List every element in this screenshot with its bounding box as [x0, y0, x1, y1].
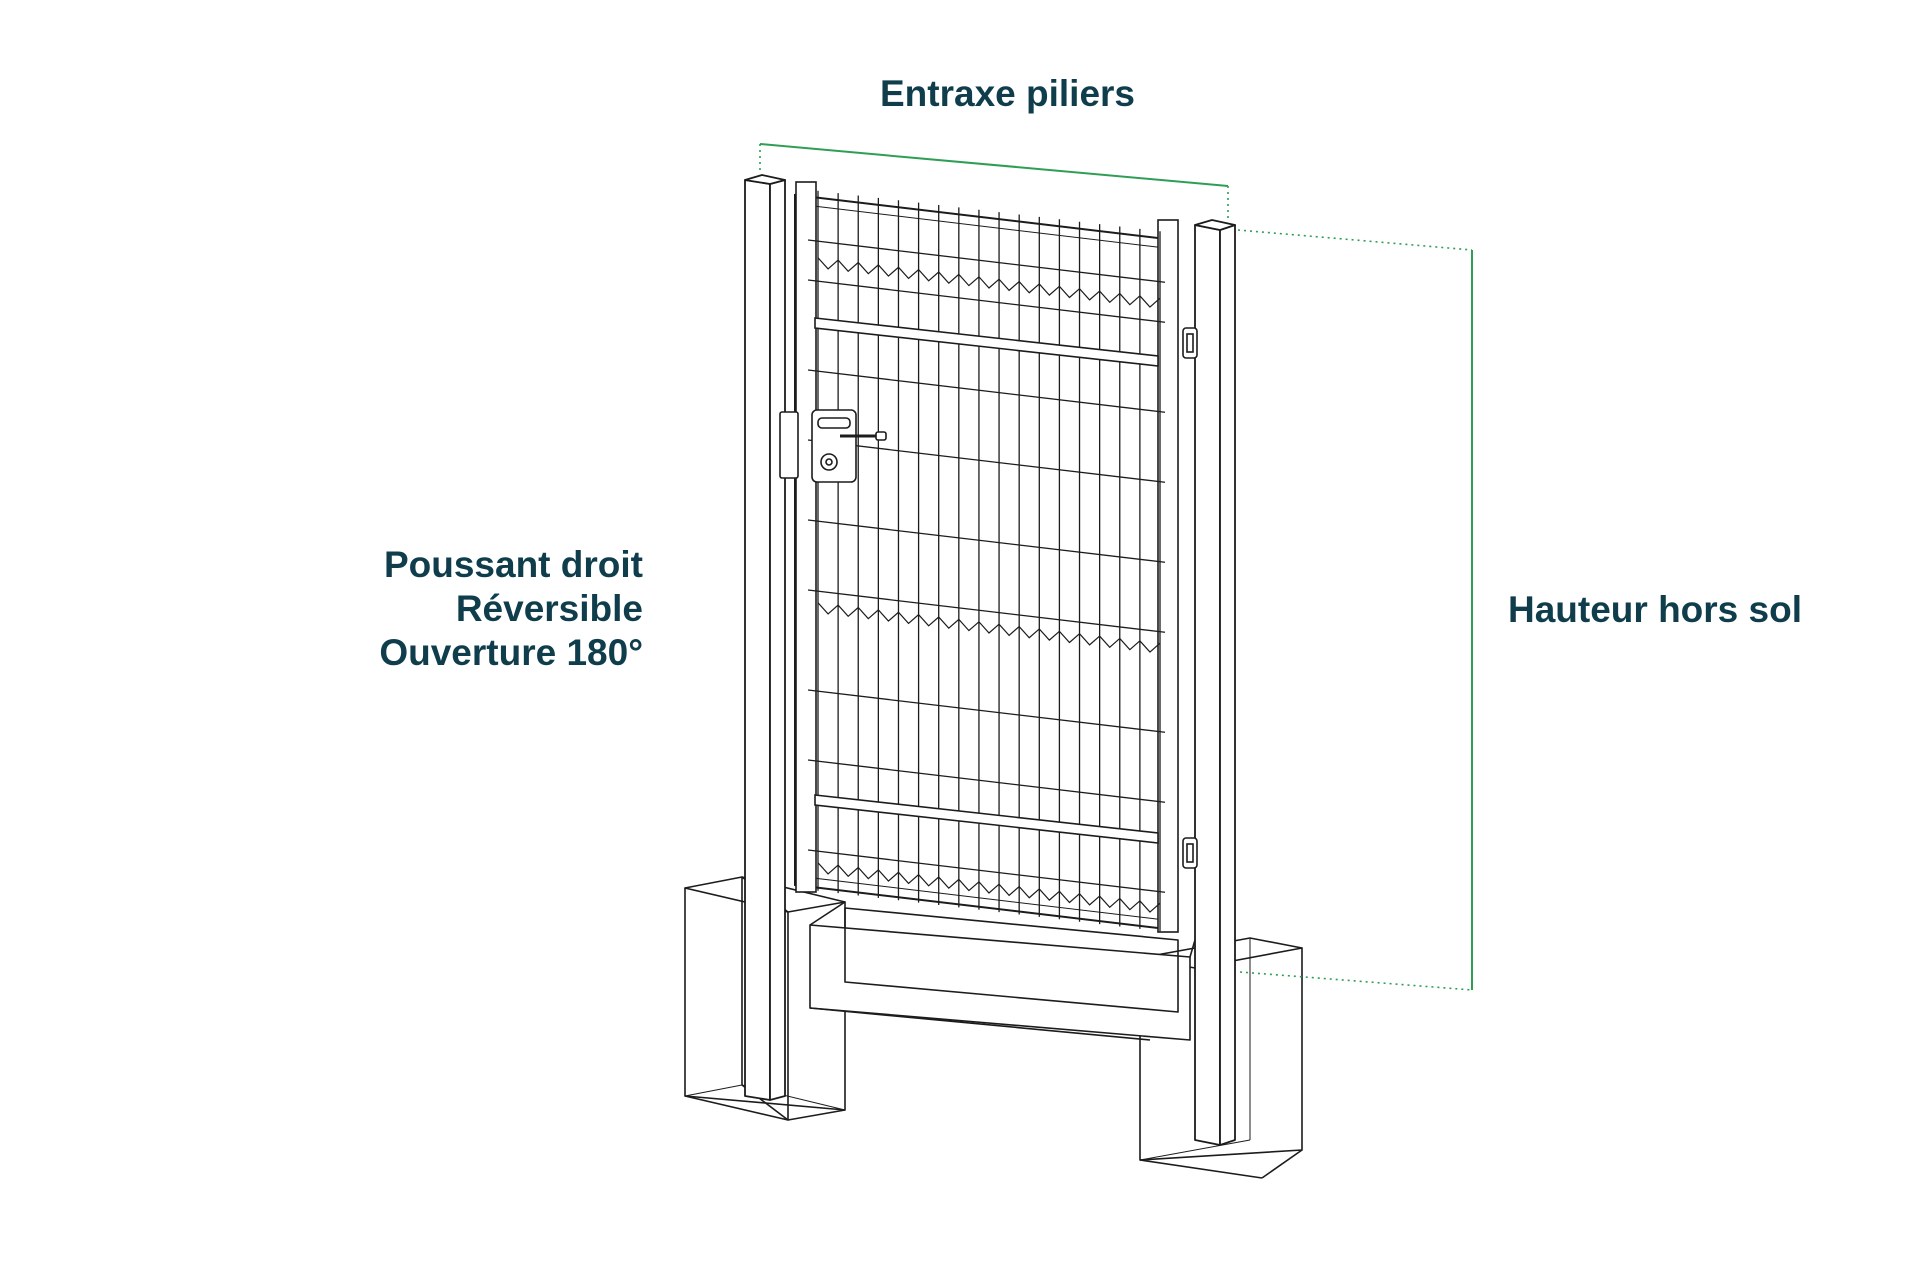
horizontal-wire [807, 519, 1166, 563]
lock-latch [779, 409, 887, 483]
horizontal-wire [807, 279, 1166, 323]
dimension-hauteur [1237, 229, 1473, 991]
gate-panel [794, 181, 1179, 933]
horizontal-wire [807, 759, 1166, 803]
horizontal-wire [807, 239, 1166, 283]
right-post [1194, 219, 1236, 1146]
dimension-entraxe [759, 143, 1229, 218]
entraxe-label: Entraxe piliers [880, 73, 1136, 114]
option-opening: Ouverture 180° [379, 632, 643, 673]
left-post [744, 174, 786, 1101]
horizontal-wire [807, 849, 1166, 893]
horizontal-wire [807, 589, 1166, 633]
hinges [1182, 327, 1198, 869]
mesh-fold [817, 602, 1161, 653]
options-label: Poussant droit Réversible Ouverture 180° [260, 543, 643, 675]
horizontal-wire [807, 369, 1166, 413]
option-reversible: Réversible [455, 588, 643, 629]
mesh-fold [817, 862, 1161, 913]
option-swing: Poussant droit [383, 544, 643, 585]
mesh-fold [817, 257, 1161, 308]
horizontal-wire [807, 689, 1166, 733]
horizontal-wire [807, 439, 1166, 483]
hauteur-label: Hauteur hors sol [1508, 589, 1802, 630]
